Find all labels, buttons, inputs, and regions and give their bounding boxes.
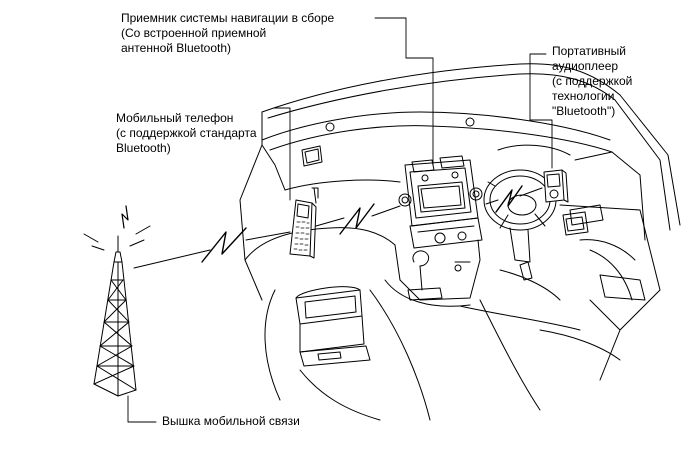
audio-player-illustration	[543, 169, 569, 203]
signal-waves	[133, 185, 543, 269]
audio-player-label-line5: "Bluetooth")	[552, 104, 616, 118]
nav-receiver-label: Приемник системы навигации в сборе (Со в…	[121, 11, 334, 56]
nav-receiver-label-line1: Приемник системы навигации в сборе	[121, 11, 335, 25]
audio-player-label-line2: аудиоплеер	[552, 59, 619, 73]
cell-tower-label: Вышка мобильной связи	[162, 414, 300, 429]
audio-player-label: Портативный аудиоплеер (с поддержкой тех…	[552, 44, 632, 119]
audio-player-label-line4: технологии	[552, 89, 615, 103]
audio-player-label-line3: (с поддержкой	[552, 74, 633, 88]
mobile-phone-label-line2: (с поддержкой стандарта	[116, 126, 257, 140]
leader-lines	[127, 17, 553, 423]
mobile-phone-label-line1: Мобильный телефон	[116, 111, 234, 125]
mobile-phone-label: Мобильный телефон (с поддержкой стандарт…	[116, 111, 257, 156]
mobile-phone-illustration	[289, 187, 319, 259]
mobile-phone-label-line3: Bluetooth)	[116, 141, 171, 155]
cell-tower-label-line1: Вышка мобильной связи	[162, 414, 300, 428]
car-interior-drawing	[239, 63, 681, 421]
cell-tower-illustration	[83, 205, 151, 397]
audio-player-label-line1: Портативный	[552, 44, 627, 58]
nav-receiver-label-line2: (Со встроенной приемной	[121, 26, 267, 40]
nav-receiver-label-line3: антенной Bluetooth)	[121, 41, 232, 55]
